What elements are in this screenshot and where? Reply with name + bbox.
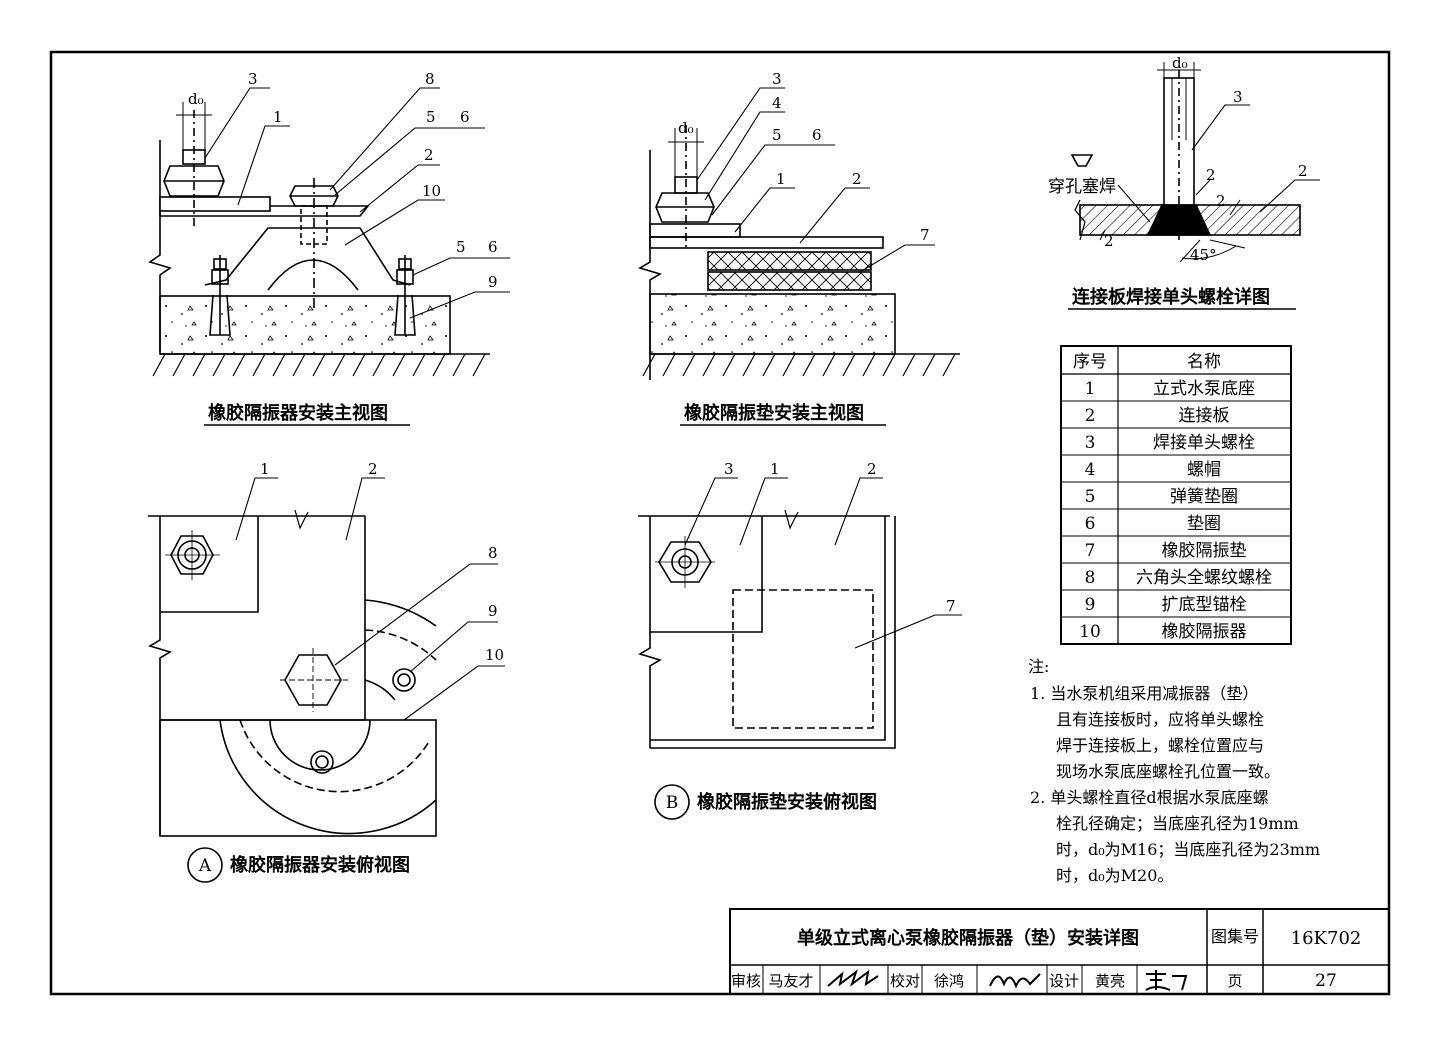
table-cell: 弹簧垫圈 bbox=[1170, 487, 1238, 507]
check-label: 校对 bbox=[890, 972, 920, 990]
view-marker-a bbox=[187, 847, 223, 883]
designer-name: 黄亮 bbox=[1095, 972, 1125, 990]
title-block bbox=[729, 908, 1390, 995]
table-cell: 连接板 bbox=[1179, 406, 1230, 426]
callout-1: 1 bbox=[273, 108, 283, 126]
dim-d0-pad: d₀ bbox=[678, 119, 694, 137]
front-pad-view bbox=[638, 87, 960, 380]
note-line: 1. 当水泵机组采用减振器（垫） bbox=[1030, 684, 1258, 703]
callout-1: 1 bbox=[770, 460, 780, 478]
callout-10: 10 bbox=[485, 646, 504, 664]
callout-3: 3 bbox=[724, 460, 734, 478]
note-line: 时，d₀为M20。 bbox=[1056, 866, 1173, 885]
caption-front-pad: 橡胶隔振垫安装主视图 bbox=[684, 402, 864, 424]
callout-4: 4 bbox=[772, 94, 782, 112]
callout-2: 2 bbox=[424, 146, 434, 164]
sheet-border bbox=[49, 50, 1391, 996]
drawing-title: 单级立式离心泵橡胶隔振器（垫）安装详图 bbox=[797, 927, 1139, 949]
callout-9: 9 bbox=[488, 273, 498, 291]
table-cell: 橡胶隔振垫 bbox=[1162, 541, 1247, 561]
callout-2: 2 bbox=[368, 460, 378, 478]
table-cell: 六角头全螺纹螺栓 bbox=[1136, 568, 1272, 588]
callout-2: 2 bbox=[1298, 162, 1308, 180]
table-cell: 4 bbox=[1085, 460, 1096, 480]
callout-6b: 6 bbox=[488, 238, 498, 256]
view-marker-b-label: B bbox=[666, 793, 679, 813]
dim-d0-isolator: d₀ bbox=[188, 90, 204, 108]
table-cell: 3 bbox=[1085, 433, 1096, 453]
callout-2: 2 bbox=[867, 460, 877, 478]
view-marker-b bbox=[654, 784, 690, 820]
callout-9: 9 bbox=[488, 602, 498, 620]
atlas-label: 图集号 bbox=[1211, 927, 1259, 946]
table-cell: 橡胶隔振器 bbox=[1162, 622, 1247, 642]
note-line: 且有连接板时，应将单头螺栓 bbox=[1056, 710, 1264, 729]
view-marker-a-label: A bbox=[198, 856, 212, 876]
table-cell: 8 bbox=[1085, 568, 1096, 588]
callout-5: 5 bbox=[772, 126, 782, 144]
note-line: 时，d₀为M16；当底座孔径为23mm bbox=[1056, 840, 1320, 859]
weld-size: 2 bbox=[1206, 166, 1216, 184]
parts-table bbox=[1060, 345, 1292, 645]
callout-10: 10 bbox=[422, 182, 441, 200]
table-cell: 扩底型锚栓 bbox=[1162, 595, 1247, 615]
callout-5b: 5 bbox=[456, 238, 466, 256]
callout-7: 7 bbox=[920, 226, 930, 244]
callout-1: 1 bbox=[776, 170, 786, 188]
table-cell: 5 bbox=[1085, 487, 1096, 507]
weld-size: 2 bbox=[1216, 192, 1226, 210]
weld-size: 2 bbox=[1104, 232, 1114, 250]
dim-d0-weld: d₀ bbox=[1172, 54, 1188, 72]
callout-5: 5 bbox=[426, 108, 436, 126]
callout-6: 6 bbox=[460, 108, 470, 126]
reviewer-name: 马友才 bbox=[768, 972, 813, 990]
weld-note: 穿孔塞焊 bbox=[1048, 177, 1116, 197]
callout-2: 2 bbox=[852, 170, 862, 188]
caption-weld-detail: 连接板焊接单头螺栓详图 bbox=[1072, 286, 1270, 308]
caption-front-isolator: 橡胶隔振器安装主视图 bbox=[208, 402, 388, 424]
design-label: 设计 bbox=[1049, 972, 1079, 990]
table-cell: 螺帽 bbox=[1187, 460, 1221, 480]
top-pad-view bbox=[638, 477, 962, 749]
callout-6: 6 bbox=[812, 126, 822, 144]
review-label: 审核 bbox=[731, 972, 761, 990]
table-cell: 9 bbox=[1085, 595, 1096, 615]
callout-1: 1 bbox=[260, 460, 270, 478]
top-isolator-view bbox=[148, 477, 505, 837]
table-cell: 6 bbox=[1085, 514, 1096, 534]
caption-top-pad: 橡胶隔振垫安装俯视图 bbox=[697, 791, 877, 813]
table-cell: 10 bbox=[1079, 622, 1101, 642]
table-cell: 垫圈 bbox=[1187, 514, 1221, 534]
note-line: 栓孔径确定；当底座孔径为19mm bbox=[1056, 814, 1299, 833]
notes: 注: 1. 当水泵机组采用减振器（垫） 且有连接板时，应将单头螺栓 焊于连接板上… bbox=[1028, 657, 1320, 885]
notes-title: 注: bbox=[1028, 657, 1049, 676]
callout-3: 3 bbox=[772, 70, 782, 88]
checker-name: 徐鸿 bbox=[934, 972, 964, 990]
parts-table-text: 序号 名称 1 立式水泵底座 2 连接板 3 焊接单头螺栓 4 螺帽 5 弹簧垫… bbox=[1073, 352, 1272, 642]
page-label: 页 bbox=[1227, 972, 1242, 990]
atlas-number: 16K702 bbox=[1291, 928, 1362, 949]
callout-3: 3 bbox=[248, 70, 258, 88]
weld-angle: 45° bbox=[1190, 246, 1217, 264]
caption-top-isolator: 橡胶隔振器安装俯视图 bbox=[230, 854, 410, 876]
table-cell: 7 bbox=[1085, 541, 1096, 561]
table-header-no: 序号 bbox=[1073, 352, 1107, 372]
table-header-name: 名称 bbox=[1187, 352, 1221, 372]
table-cell: 1 bbox=[1085, 379, 1096, 399]
callout-7: 7 bbox=[946, 597, 956, 615]
note-line: 焊于连接板上，螺栓位置应与 bbox=[1056, 736, 1264, 755]
front-isolator-view bbox=[148, 87, 510, 377]
callout-8: 8 bbox=[488, 544, 498, 562]
table-cell: 立式水泵底座 bbox=[1153, 379, 1255, 399]
note-line: 2. 单头螺栓直径d根据水泵底座螺 bbox=[1030, 788, 1269, 807]
weld-detail-view bbox=[1070, 62, 1320, 263]
callout-3: 3 bbox=[1233, 88, 1243, 106]
table-cell: 焊接单头螺栓 bbox=[1153, 433, 1255, 453]
callout-8: 8 bbox=[425, 70, 435, 88]
table-cell: 2 bbox=[1085, 406, 1096, 426]
note-line: 现场水泵底座螺栓孔位置一致。 bbox=[1056, 762, 1280, 781]
page-number: 27 bbox=[1315, 971, 1337, 991]
